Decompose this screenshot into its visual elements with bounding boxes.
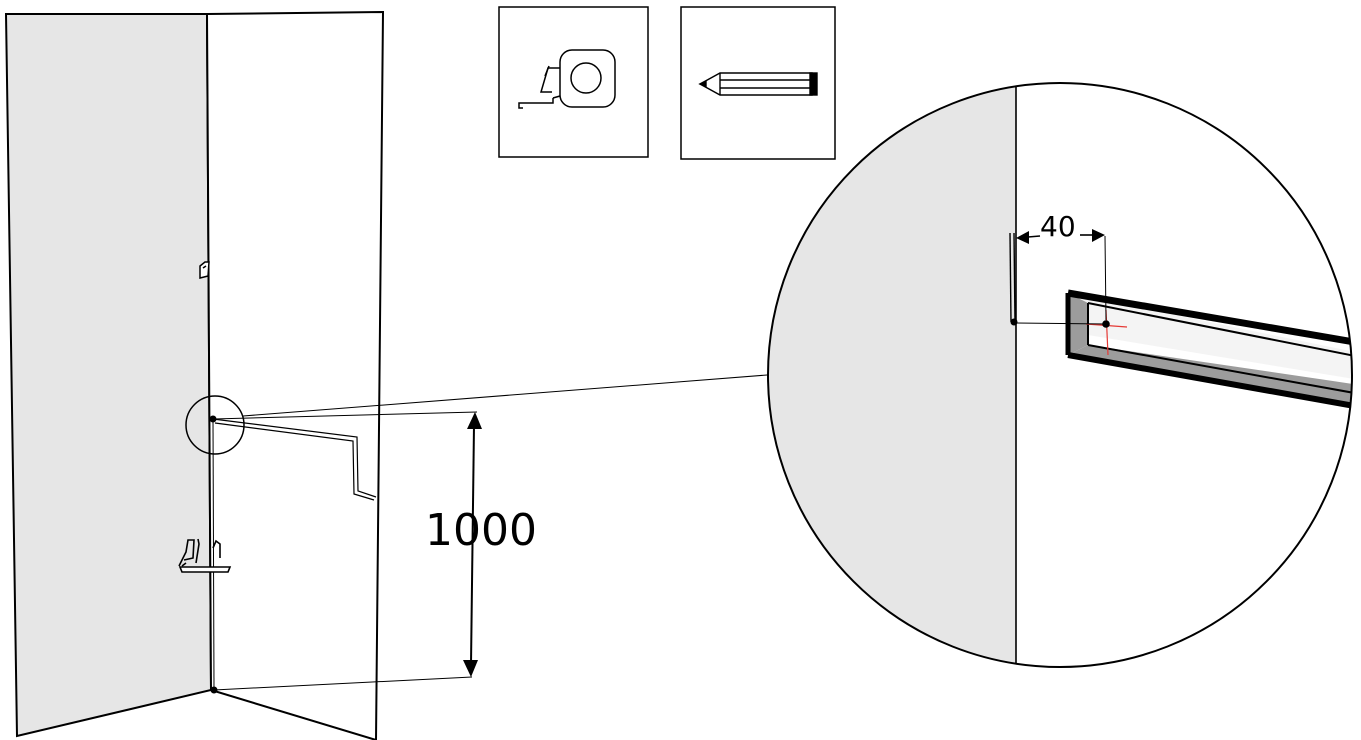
plumb-line [212,419,215,691]
zoom-mark-point [1102,320,1110,328]
zoom-detail: 40 [768,83,1352,667]
zoom-left-wall [768,83,1016,667]
wall-corner [4,10,385,740]
zoom-corner-point [1010,318,1018,326]
rail-profile-small [212,418,377,501]
dim-ext-bottom [213,676,473,691]
detail-marker-circle [185,395,245,455]
right-wall-panel [205,10,385,740]
offset-dimension-arrow [1016,229,1105,244]
zoom-plumb [1009,232,1016,323]
height-dimension-arrow [463,412,482,677]
tool-box-pencil [680,6,836,160]
pencil-icon [698,72,818,96]
tape-measure-icon [518,49,616,109]
offset-ext-line [1104,235,1107,321]
height-dimension-label: 1000 [425,505,537,556]
left-wall-panel [4,13,213,738]
upper-bracket [199,261,210,279]
corner-line [206,13,212,691]
tool-box-tape [498,6,649,158]
zoom-offset-ref [1014,322,1107,325]
zoom-circle-outline [767,82,1353,668]
offset-dimension-label: 40 [1040,210,1076,243]
zoom-leader-top [242,374,768,417]
zoom-rail-profile [1065,289,1352,410]
dim-ext-top [212,411,478,420]
lower-holder [178,538,232,573]
